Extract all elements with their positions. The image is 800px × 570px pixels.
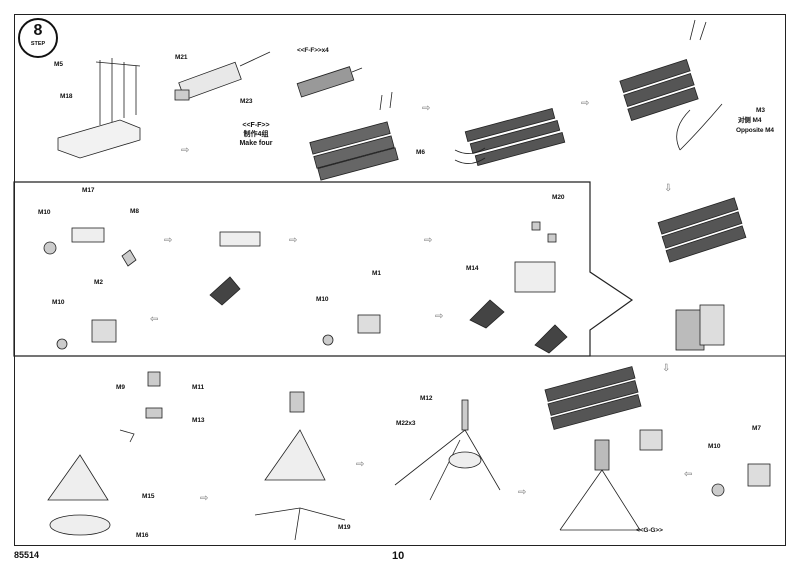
label-m7: M7 [752, 425, 761, 432]
label-m3-cn: 对侧 M4 [738, 117, 762, 124]
label-m15: M15 [142, 493, 155, 500]
label-m10-b: M10 [52, 299, 65, 306]
flow-arrow-down-icon: ⇩ [662, 363, 671, 374]
page-number: 10 [392, 550, 405, 562]
quad-gun-assembly-2 [454, 108, 566, 166]
quad-gun-assembly-1 [309, 91, 399, 181]
label-m6: M6 [416, 149, 425, 156]
label-m5: M5 [54, 61, 63, 68]
flow-arrow-right-icon: ⇨ [435, 311, 444, 322]
m2-part [56, 319, 117, 350]
label-m1: M1 [372, 270, 381, 277]
label-m10-d: M10 [708, 443, 721, 450]
flow-arrow-left-icon: ⇦ [684, 469, 693, 480]
flow-arrow-right-icon: ⇨ [518, 487, 527, 498]
m17-part [43, 227, 137, 267]
flow-arrow-right-icon: ⇨ [424, 235, 433, 246]
ff-gun-part [296, 66, 363, 98]
flow-arrow-left-icon: ⇦ [150, 314, 159, 325]
label-m10-c: M10 [316, 296, 329, 303]
m18-frame-part [57, 58, 141, 159]
m1-part [322, 314, 381, 346]
flow-arrow-right-icon: ⇨ [164, 235, 173, 246]
label-m10-a: M10 [38, 209, 51, 216]
label-m23: M23 [240, 98, 253, 105]
step-word: STEP [30, 41, 46, 47]
flow-arrow-right-icon: ⇨ [289, 235, 298, 246]
label-ff-x4: <<F-F>>x4 [297, 47, 329, 54]
flow-arrow-right-icon: ⇨ [181, 145, 190, 156]
ff-note-title: <<F-F>> [242, 122, 270, 129]
quad-gun-assembly-3 [619, 19, 723, 151]
label-m18: M18 [60, 93, 73, 100]
label-m20: M20 [552, 194, 565, 201]
label-m22x3: M22x3 [396, 420, 416, 427]
product-code: 85514 [14, 550, 40, 560]
label-m13: M13 [192, 417, 205, 424]
label-m9: M9 [116, 384, 125, 391]
m23-gun-part [174, 51, 271, 101]
label-m17: M17 [82, 187, 95, 194]
bracket-part [209, 231, 261, 306]
m7-m10-part [711, 463, 771, 497]
label-m12: M12 [420, 395, 433, 402]
label-gg: <<G-G>> [636, 527, 663, 534]
label-m3-en: Opposite M4 [736, 127, 774, 134]
m15-m16-part [47, 371, 163, 536]
m14-m20-part [469, 221, 568, 354]
label-m14: M14 [466, 265, 479, 272]
label-m11: M11 [192, 384, 204, 391]
flow-arrow-right-icon: ⇨ [422, 103, 431, 114]
m12-tripod-part [394, 399, 501, 501]
flow-arrow-right-icon: ⇨ [200, 493, 209, 504]
inset-assembly-result [657, 197, 747, 351]
label-m8: M8 [130, 208, 139, 215]
ff-note-en: Make four [239, 139, 273, 147]
label-m21: M21 [175, 54, 188, 61]
label-m19: M19 [338, 524, 351, 531]
flow-arrow-right-icon: ⇨ [356, 459, 365, 470]
label-m16: M16 [136, 532, 149, 539]
step-number: 8 [33, 22, 43, 39]
m19-base-part [254, 391, 346, 541]
label-m3: M3 [756, 107, 765, 114]
flow-arrow-right-icon: ⇨ [581, 98, 590, 109]
flow-arrow-down-icon: ⇩ [664, 183, 673, 194]
step-badge: 8 STEP [18, 18, 58, 58]
final-mount-assembly [544, 366, 663, 531]
ff-note-cn: 制作4组 [243, 130, 269, 138]
ff-make-four-note: <<F-F>> 制作4组 Make four [228, 122, 284, 148]
label-m2: M2 [94, 279, 103, 286]
